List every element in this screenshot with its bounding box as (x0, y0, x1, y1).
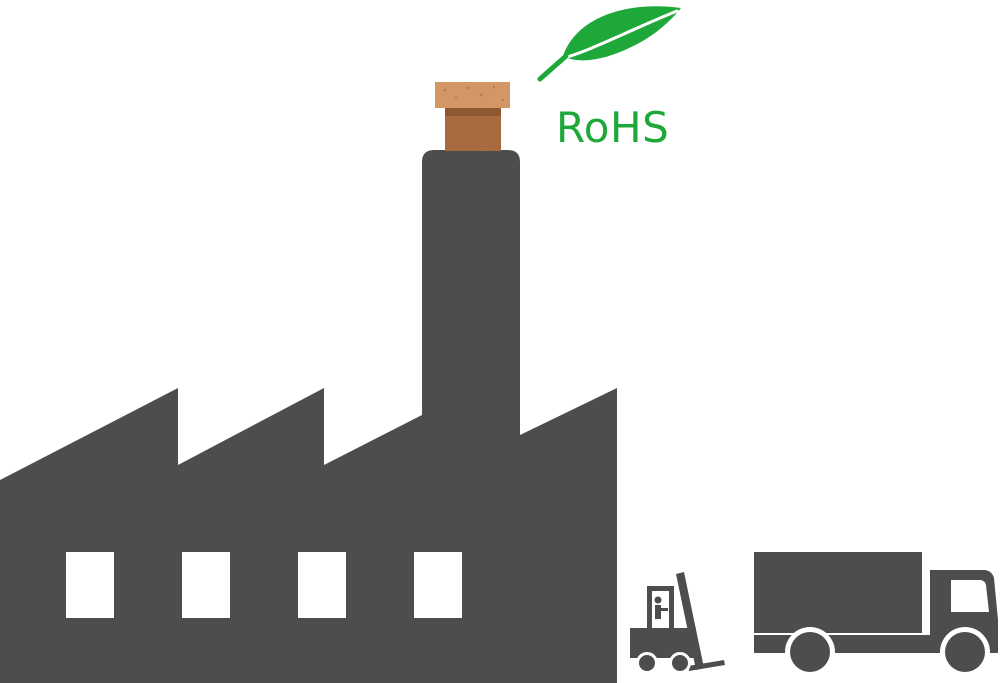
forklift-driver-body (655, 605, 661, 619)
forklift-cage (647, 586, 674, 632)
forklift-driver-head (654, 596, 662, 604)
factory-window-2 (182, 552, 230, 618)
forklift-wheel-rear (636, 652, 658, 674)
cork-shadow (445, 106, 501, 116)
truck-icon (754, 552, 998, 677)
forklift-wheel-front (669, 652, 691, 674)
cork-stopper-icon (435, 82, 510, 151)
factory-window-4 (414, 552, 462, 618)
cork-speckles (443, 85, 505, 147)
forklift-mast (676, 572, 704, 670)
forklift-icon (630, 572, 725, 674)
cork-top (435, 82, 510, 108)
truck-window (951, 580, 989, 612)
forklift-body (630, 628, 696, 658)
truck-container (754, 552, 922, 633)
truck-wheel-front (945, 632, 985, 672)
factory-window-1 (66, 552, 114, 618)
rohs-label: RoHS (556, 103, 670, 152)
truck-wheel-rear (790, 632, 830, 672)
forklift-fork (688, 660, 725, 671)
leaf-vein (561, 9, 679, 60)
forklift-driver-arm (659, 608, 668, 611)
factory-window-3 (298, 552, 346, 618)
factory-body (0, 150, 617, 683)
factory-icon (0, 150, 617, 683)
leaf-icon (537, 6, 681, 82)
leaf-stem (537, 53, 569, 82)
